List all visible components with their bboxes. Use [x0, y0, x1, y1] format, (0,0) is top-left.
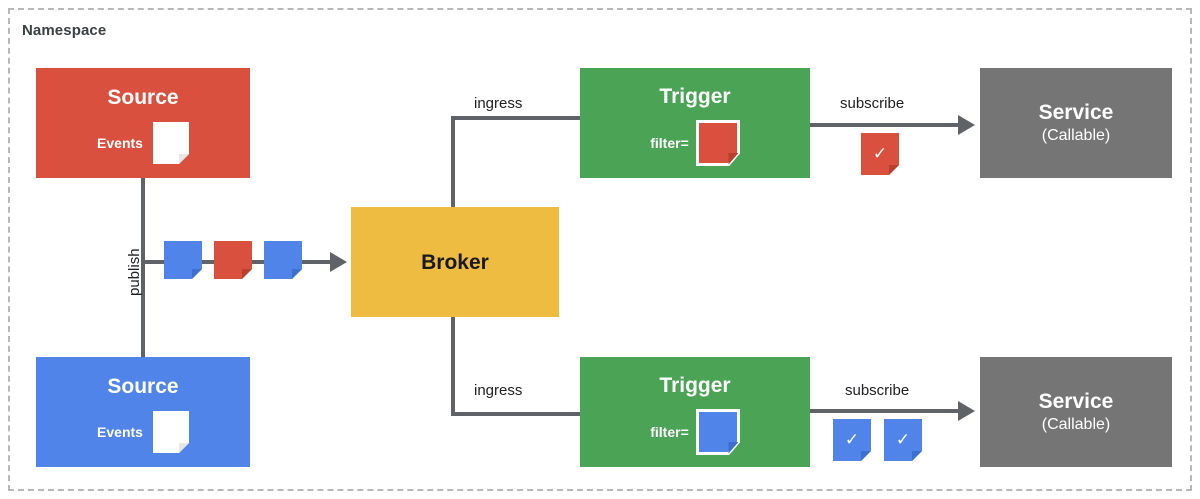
ingress-top-connector	[451, 116, 584, 120]
namespace-label: Namespace	[22, 22, 107, 39]
edge-label-ingress-top: ingress	[474, 95, 523, 112]
delivered-event-blue-2: ✓	[884, 419, 922, 461]
service-bottom-title: Service	[1038, 389, 1114, 413]
delivered-event-red: ✓	[861, 133, 899, 175]
source-blue-title: Source	[107, 375, 179, 398]
ingress-bottom-connector	[451, 412, 584, 416]
node-trigger-bottom[interactable]: Trigger filter=	[580, 357, 810, 467]
event-document-icon	[152, 411, 189, 453]
event-blue-2	[264, 241, 302, 279]
namespace-container	[8, 8, 1192, 491]
edge-label-subscribe-bottom: subscribe	[845, 382, 910, 399]
filter-event-icon	[695, 120, 740, 166]
edge-label-publish: publish	[126, 248, 143, 296]
node-service-top[interactable]: Service (Callable)	[980, 68, 1172, 178]
trigger-bottom-title: Trigger	[659, 374, 731, 397]
service-top-subtitle: (Callable)	[1041, 126, 1111, 144]
subscribe-top-connector	[810, 123, 965, 127]
publish-vertical-connector	[141, 177, 145, 359]
delivered-events-bottom: ✓ ✓	[833, 419, 922, 461]
subscribe-top-arrowhead	[958, 115, 975, 135]
service-bottom-subtitle: (Callable)	[1041, 415, 1111, 433]
trigger-top-filter-row: filter=	[650, 120, 740, 166]
source-red-events-row: Events	[97, 122, 189, 164]
subscribe-bottom-connector	[810, 409, 965, 413]
event-stream	[164, 241, 302, 279]
trigger-bottom-filter-row: filter=	[650, 409, 740, 455]
source-blue-events-label: Events	[97, 424, 143, 440]
broker-title: Broker	[421, 250, 489, 274]
node-source-red[interactable]: Source Events	[36, 68, 250, 178]
source-red-events-label: Events	[97, 135, 143, 151]
event-blue-1	[164, 241, 202, 279]
edge-label-ingress-bottom: ingress	[474, 382, 523, 399]
publish-arrowhead	[330, 252, 347, 272]
event-red-1	[214, 241, 252, 279]
source-blue-events-row: Events	[97, 411, 189, 453]
delivered-event-blue-1: ✓	[833, 419, 871, 461]
node-service-bottom[interactable]: Service (Callable)	[980, 357, 1172, 467]
node-trigger-top[interactable]: Trigger filter=	[580, 68, 810, 178]
filter-event-icon	[695, 409, 740, 455]
node-broker[interactable]: Broker	[351, 207, 559, 317]
node-source-blue[interactable]: Source Events	[36, 357, 250, 467]
service-top-title: Service	[1038, 100, 1114, 124]
source-red-title: Source	[107, 86, 179, 109]
edge-label-subscribe-top: subscribe	[840, 95, 905, 112]
trigger-top-filter-label: filter=	[650, 135, 689, 151]
delivered-events-top: ✓	[861, 133, 899, 175]
trigger-bottom-filter-label: filter=	[650, 424, 689, 440]
event-document-icon	[152, 122, 189, 164]
subscribe-bottom-arrowhead	[958, 401, 975, 421]
trigger-top-title: Trigger	[659, 85, 731, 108]
